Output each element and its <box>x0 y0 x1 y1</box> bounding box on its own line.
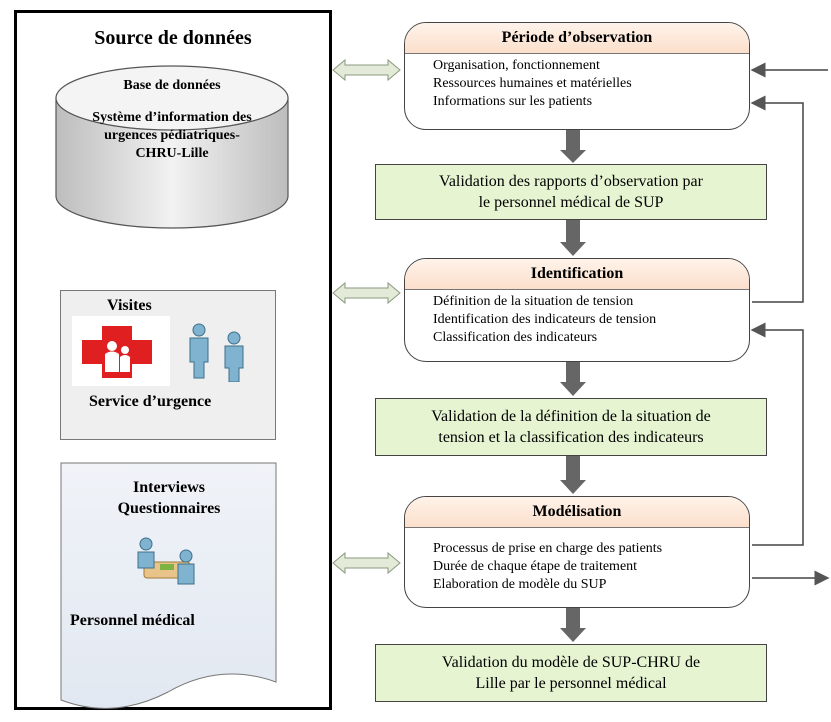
stage-identification-item-2: Identification des indicateurs de tensio… <box>433 312 657 327</box>
interviews-title-line-1: Interviews <box>133 479 205 496</box>
stage-identification-item-3: Classification des indicateurs <box>433 330 598 345</box>
validation-box-1: Validation des rapports d’observation pa… <box>375 164 767 220</box>
double-arrow-connector-1 <box>332 58 401 82</box>
stage-observation-item-2: Ressources humaines et matérielles <box>433 76 632 91</box>
stage-observation: Période d’observation Organisation, fonc… <box>404 22 750 130</box>
stage-identification: Identification Définition de la situatio… <box>404 258 750 362</box>
stage-modelisation-item-1: Processus de prise en charge des patient… <box>433 541 663 556</box>
double-arrow-connector-2 <box>332 281 401 305</box>
database-cylinder-icon <box>55 65 289 229</box>
staff-persons-icon <box>189 323 244 382</box>
stage-identification-item-1: Définition de la situation de tension <box>433 294 634 309</box>
data-source-title: Source de données <box>94 27 252 49</box>
validation-1-line-1: Validation des rapports d’observation pa… <box>439 173 703 190</box>
meeting-icon <box>137 537 195 585</box>
visits-title: Visites <box>107 297 152 314</box>
validation-3-line-2: Lille par le personnel médical <box>475 675 667 692</box>
emergency-cross-icon <box>72 316 170 386</box>
double-arrow-connector-3 <box>332 551 401 575</box>
validation-2-line-1: Validation de la définition de la situat… <box>431 408 711 425</box>
database-name-line-1: Système d’information des <box>92 110 252 125</box>
flow-arrow-4 <box>560 456 586 494</box>
validation-box-3: Validation du modèle de SUP-CHRU de Lill… <box>375 644 767 702</box>
interviews-title-line-2: Questionnaires <box>117 500 221 517</box>
interviews-document-shape <box>60 462 277 709</box>
stage-modelisation-item-2: Durée de chaque étape de traitement <box>433 559 638 574</box>
validation-3-line-1: Validation du modèle de SUP-CHRU de <box>441 654 701 671</box>
flow-arrow-3 <box>560 362 586 396</box>
stage-identification-title: Identification <box>405 259 749 290</box>
feedback-loop-outer <box>750 62 830 586</box>
validation-2-line-2: tension et la classification des indicat… <box>438 429 704 446</box>
interviews-subtitle: Personnel médical <box>70 612 195 629</box>
flow-arrow-5 <box>560 608 586 642</box>
database-name-line-2: urgences pédiatriques- <box>104 128 240 143</box>
database-label: Base de données <box>123 78 221 93</box>
stage-observation-title: Période d’observation <box>405 23 749 54</box>
validation-1-line-2: le personnel médical de SUP <box>478 194 664 211</box>
database-name-line-3: CHRU-Lille <box>135 146 209 161</box>
feedback-loop-identification <box>750 95 804 303</box>
stage-modelisation: Modélisation Processus de prise en charg… <box>404 496 750 608</box>
stage-observation-item-1: Organisation, fonctionnement <box>433 58 600 73</box>
flow-arrow-2 <box>560 220 586 256</box>
stage-observation-item-3: Informations sur les patients <box>433 94 593 109</box>
validation-box-2: Validation de la définition de la situat… <box>375 398 767 456</box>
feedback-loop-modelisation <box>750 322 804 546</box>
flow-arrow-1 <box>560 130 586 163</box>
stage-modelisation-item-3: Elaboration de modèle du SUP <box>433 577 607 592</box>
visits-subtitle: Service d’urgence <box>89 393 212 410</box>
stage-modelisation-title: Modélisation <box>405 497 749 528</box>
